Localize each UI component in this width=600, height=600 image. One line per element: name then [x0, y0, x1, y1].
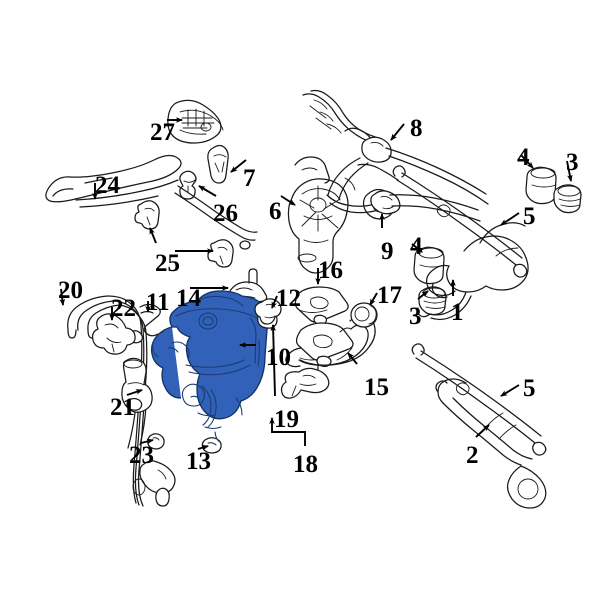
part-25-washer-nozzle-hood: [134, 200, 160, 230]
part-8-wiper-linkage-transmission: [302, 89, 489, 222]
callout-26-hose-junction-clip[interactable]: 26: [213, 200, 238, 227]
callout-9-nut-cap[interactable]: 9: [381, 238, 394, 265]
callout-27-headlamp-washer-nozzle[interactable]: 27: [150, 119, 175, 146]
part-3-grommet-upper-right: [553, 184, 582, 214]
leader-4b: [411, 243, 423, 253]
part-22-hose-connector-tee: [91, 313, 136, 355]
leader-6: [280, 195, 296, 206]
leader-2: [475, 424, 490, 438]
part-4-bushing-upper-right: [525, 166, 557, 205]
callout-5-wiper-blade-lower[interactable]: 5: [523, 375, 536, 402]
part-5-wiper-blade-lower: [411, 343, 547, 456]
part-2-wiper-arm-passenger: [435, 378, 547, 509]
callout-15-washer-hose-nozzle-line[interactable]: 15: [364, 374, 389, 401]
part-26-hose-junction-clip: [179, 170, 197, 200]
leader-lines: [59, 117, 573, 451]
callout-5-wiper-blade-upper[interactable]: 5: [523, 203, 536, 230]
part-7-bracket-clip: [207, 144, 229, 184]
callout-17-grommet-ring[interactable]: 17: [377, 282, 402, 309]
leader-15: [347, 352, 358, 365]
leader-18: [269, 417, 306, 446]
callout-13-grommet-pump-lower[interactable]: 13: [186, 448, 211, 475]
callout-3-grommet-upper-right[interactable]: 3: [566, 149, 579, 176]
callout-3-grommet-mid[interactable]: 3: [409, 303, 422, 330]
leader-17: [369, 292, 378, 306]
part-27-headlamp-washer-nozzle: [167, 99, 224, 144]
leader-13: [197, 445, 209, 451]
leader-3a: [566, 160, 573, 182]
part-25-washer-nozzle-hood-b: [207, 239, 234, 268]
leader-20: [59, 288, 66, 306]
part-10-washer-fluid-reservoir: [150, 290, 269, 443]
leader-8: [390, 123, 405, 141]
callout-21-washer-fluid-pump[interactable]: 21: [110, 394, 135, 421]
callout-20-washer-hose-assembly-lower[interactable]: 20: [58, 277, 83, 304]
part-21-washer-fluid-pump: [121, 357, 153, 413]
callout-10-washer-fluid-reservoir[interactable]: 10: [266, 344, 291, 371]
leader-3b: [417, 290, 429, 300]
callout-4-bushing-mid[interactable]: 4: [410, 233, 423, 260]
part-20-washer-hose-assembly-lower: [67, 295, 176, 507]
leader-7: [230, 159, 247, 173]
callout-19-screw-fastener[interactable]: 19: [274, 406, 299, 433]
callout-14-filler-neck-cap[interactable]: 14: [176, 285, 201, 312]
leader-5a: [500, 212, 520, 226]
part-5-wiper-blade-upper: [357, 163, 528, 278]
leader-23: [140, 438, 154, 445]
leader-12: [271, 295, 278, 309]
leader-4a: [520, 154, 534, 169]
leader-19: [270, 324, 276, 397]
callout-16-mount-bracket-upper[interactable]: 16: [318, 257, 343, 284]
callout-7-bracket-clip[interactable]: 7: [243, 165, 256, 192]
callout-11-hose-clip-bracket[interactable]: 11: [146, 289, 170, 316]
callout-23-grommet-pump[interactable]: 23: [129, 442, 154, 469]
callout-1-washer-nozzle-cowl-grille[interactable]: 1: [451, 299, 464, 326]
callout-25-washer-nozzle-hood[interactable]: 25: [155, 250, 180, 277]
leader-21: [126, 389, 143, 396]
callout-2-wiper-arm-passenger[interactable]: 2: [466, 442, 479, 469]
part-16-mount-bracket-upper: [294, 286, 349, 326]
leader-25a: [149, 227, 157, 244]
callout-24-washer-hose-assembly-upper[interactable]: 24: [95, 172, 120, 199]
callout-4-bushing-upper-right[interactable]: 4: [517, 144, 530, 171]
callout-22-hose-connector-tee[interactable]: 22: [111, 295, 136, 322]
callout-18-washer-nozzle-assembly[interactable]: 18: [293, 451, 318, 478]
callout-6-wiper-motor[interactable]: 6: [269, 198, 282, 225]
part-24-washer-hose-assembly-upper: [45, 154, 258, 250]
part-18-washer-nozzle-assembly: [280, 367, 330, 399]
callout-12-grommet-reservoir[interactable]: 12: [276, 285, 301, 312]
leader-5b: [500, 384, 520, 397]
leader-26: [198, 185, 217, 197]
part-6-wiper-motor: [287, 156, 349, 274]
part-17-grommet-ring: [350, 302, 378, 328]
callout-8-wiper-linkage-transmission[interactable]: 8: [410, 115, 423, 142]
